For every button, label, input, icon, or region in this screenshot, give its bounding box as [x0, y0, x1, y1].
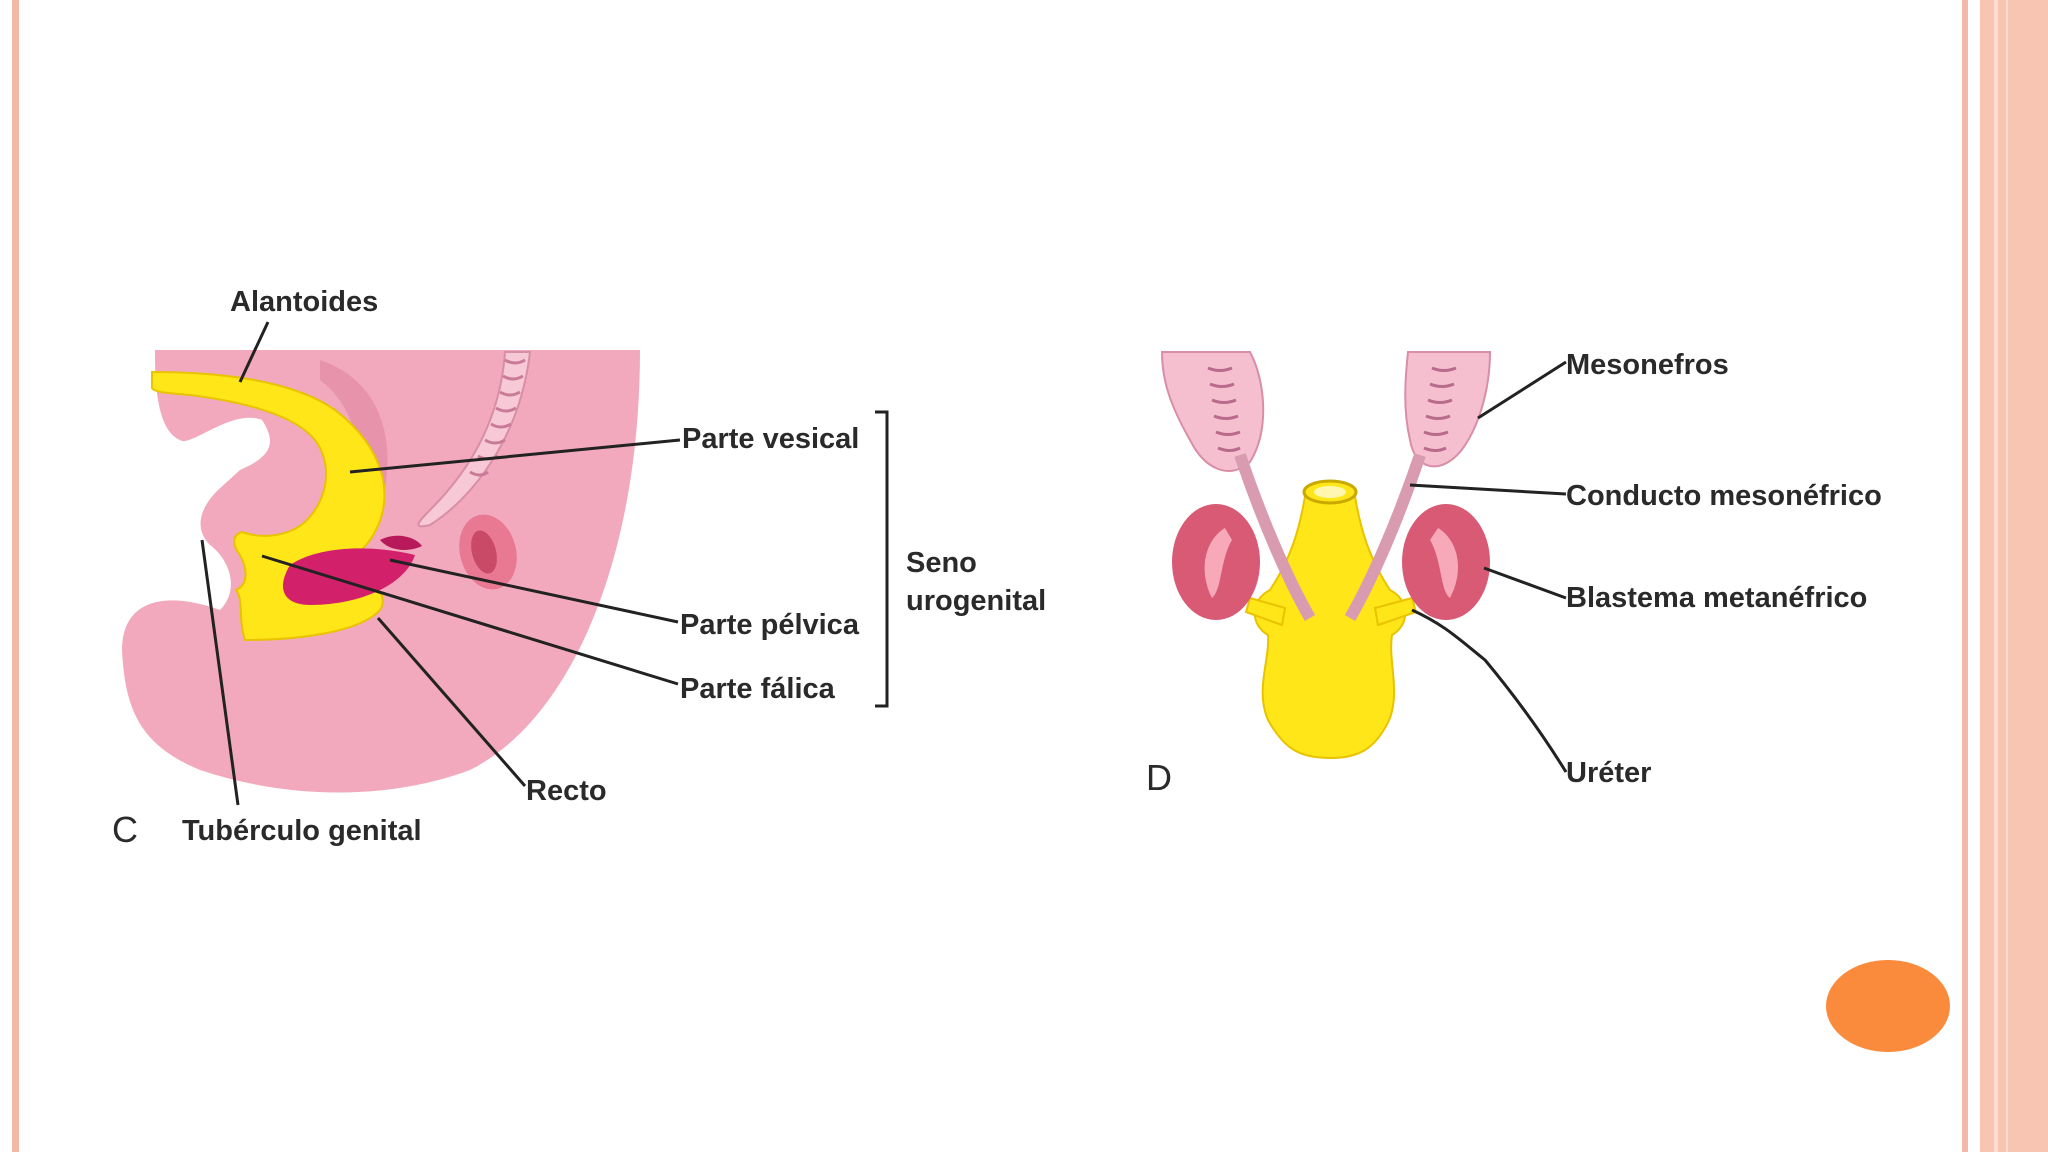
label-alantoides: Alantoides — [230, 286, 378, 318]
leader-recto — [376, 617, 527, 787]
label-tuberculo-genital: Tubérculo genital — [182, 815, 422, 847]
label-parte-pelvica: Parte pélvica — [680, 609, 860, 641]
metanephric-blastema-left — [1172, 504, 1260, 620]
panel-letter-c: C — [112, 809, 138, 850]
leader-parte-pelvica — [389, 558, 679, 624]
label-conducto-mesonefrico: Conducto mesonéfrico — [1566, 480, 1882, 512]
label-ureter: Uréter — [1566, 757, 1651, 789]
slide-border-right-strip — [1962, 0, 1968, 1152]
panel-letter-d: D — [1146, 757, 1172, 798]
leader-tuberculo-genital — [200, 539, 240, 806]
leader-ureter — [1411, 608, 1568, 773]
mesonephric-duct-right — [1344, 453, 1426, 622]
leader-parte-falica — [261, 554, 679, 686]
mesonephros-left — [1160, 351, 1265, 472]
mesonephros-right — [1404, 351, 1492, 468]
urogenital-sinus-d — [1253, 489, 1407, 760]
slide-border-right-block — [1980, 0, 2048, 1152]
metanephric-blastema-c-inner — [471, 530, 497, 574]
label-seno-line1: Seno — [906, 547, 977, 579]
seno-bracket — [875, 410, 889, 708]
slide-border-right-line — [1994, 0, 1998, 1152]
leader-parte-vesical — [349, 438, 681, 474]
vesical-part-cavity — [380, 535, 422, 550]
mesonephros-right-coils — [1423, 366, 1457, 452]
pelvic-part-cavity — [282, 548, 415, 605]
panel-c: Alantoides Parte vesical Seno urogenital… — [112, 286, 1046, 850]
leader-blastema-metanefrico — [1483, 566, 1567, 600]
accent-circle — [1826, 960, 1950, 1052]
panel-d: Mesonefros Conducto mesonéfrico Blastema… — [1146, 349, 1882, 798]
label-recto: Recto — [526, 775, 607, 807]
leader-alantoides — [238, 321, 270, 383]
leader-conducto-mesonefrico — [1409, 483, 1567, 496]
slide-border-right-line-2 — [2006, 0, 2008, 1152]
allantois-opening-inner — [1314, 486, 1346, 498]
slide-border-left — [12, 0, 19, 1152]
label-parte-falica: Parte fálica — [680, 673, 836, 705]
leader-mesonefros — [1477, 360, 1567, 420]
label-blastema-metanefrico: Blastema metanéfrico — [1566, 582, 1867, 614]
metanephric-blastema-right — [1402, 504, 1490, 620]
mesonephros-left-coils — [1207, 366, 1241, 452]
ureteric-bud-left — [1244, 596, 1287, 627]
label-parte-vesical: Parte vesical — [682, 423, 859, 455]
mesonephric-tube — [417, 351, 532, 528]
mesonephric-coils — [469, 358, 526, 477]
mesonephric-duct-left — [1234, 453, 1316, 622]
label-seno-line2: urogenital — [906, 585, 1046, 617]
label-mesonefros: Mesonefros — [1566, 349, 1729, 381]
